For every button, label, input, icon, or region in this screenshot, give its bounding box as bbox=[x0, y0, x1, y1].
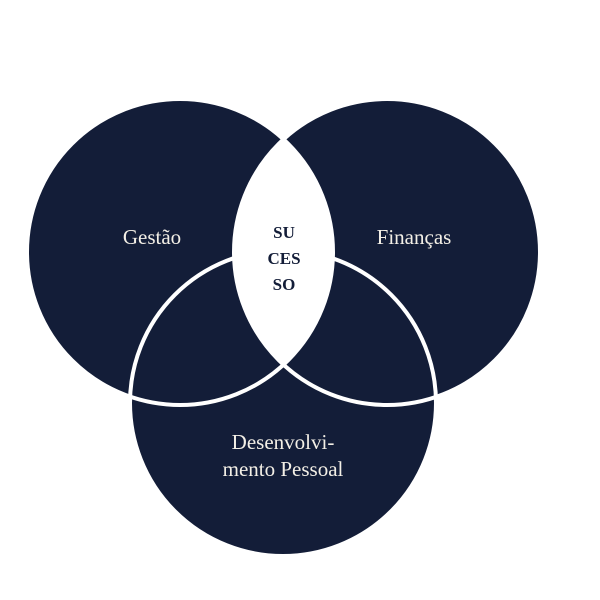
circle-desenvolvimento bbox=[130, 250, 436, 556]
center-label-line3: SO bbox=[273, 275, 296, 294]
label-desenvolvimento-line2: mento Pessoal bbox=[223, 457, 344, 481]
label-gestao: Gestão bbox=[123, 225, 181, 249]
center-label-line1: SU bbox=[273, 223, 295, 242]
center-label-line2: CES bbox=[267, 249, 300, 268]
label-desenvolvimento-line1: Desenvolvi- bbox=[232, 430, 335, 454]
label-financas: Finanças bbox=[377, 225, 452, 249]
center-lens bbox=[234, 99, 333, 405]
